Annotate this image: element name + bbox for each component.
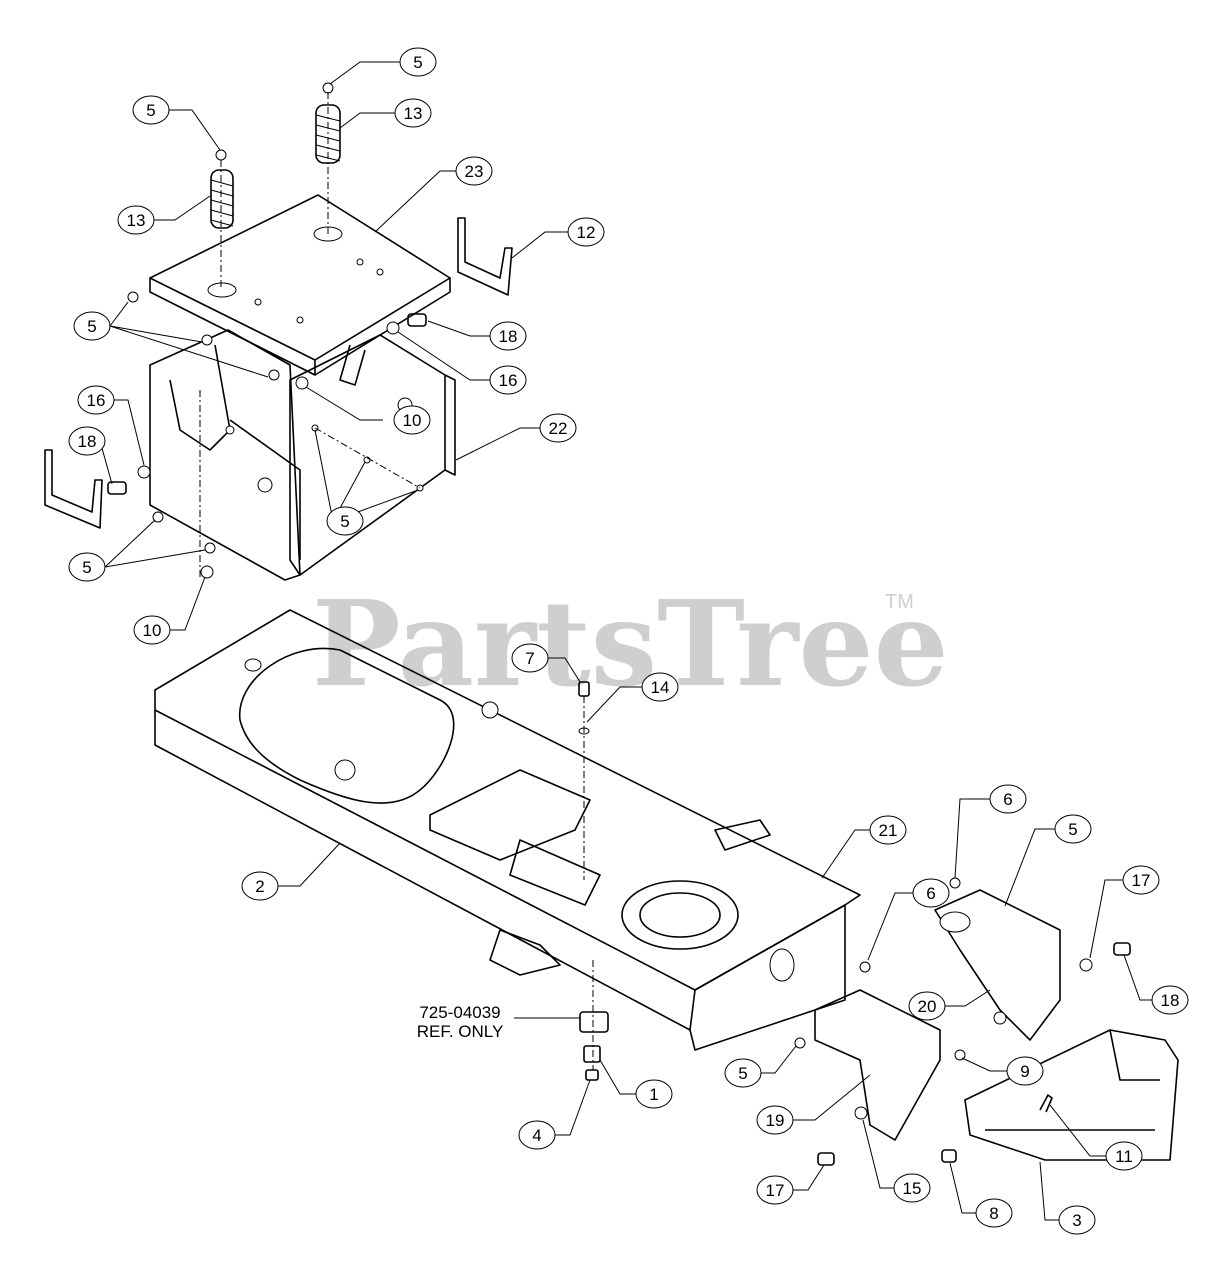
callout-13: 13 xyxy=(117,205,155,235)
callout-5: 5 xyxy=(73,311,111,341)
svg-text:10: 10 xyxy=(143,621,162,640)
callout-11: 11 xyxy=(1105,1141,1143,1171)
callout-2: 2 xyxy=(241,871,279,901)
nut-icon xyxy=(215,149,227,161)
svg-text:12: 12 xyxy=(577,223,596,242)
callout-1: 1 xyxy=(635,1079,673,1109)
callout-13: 13 xyxy=(394,98,432,128)
svg-text:8: 8 xyxy=(989,1204,998,1223)
leader-lines xyxy=(87,61,1152,1221)
callout-16: 16 xyxy=(489,365,527,395)
callout-6: 6 xyxy=(989,784,1027,814)
callout-13: 5 xyxy=(132,95,170,125)
reference-note-text: REF. ONLY xyxy=(417,1022,504,1041)
main-frame xyxy=(154,609,861,1051)
watermark-trademark: TM xyxy=(885,591,914,613)
callout-5: 5 xyxy=(1054,814,1092,844)
svg-text:22: 22 xyxy=(549,419,568,438)
svg-text:5: 5 xyxy=(413,53,422,72)
svg-text:23: 23 xyxy=(465,162,484,181)
svg-text:19: 19 xyxy=(766,1111,785,1130)
callout-3: 3 xyxy=(1058,1205,1096,1235)
svg-text:13: 13 xyxy=(127,211,146,230)
svg-text:7: 7 xyxy=(525,649,534,668)
svg-text:17: 17 xyxy=(766,1181,785,1200)
svg-text:18: 18 xyxy=(78,432,97,451)
svg-text:3: 3 xyxy=(1072,1211,1081,1230)
svg-text:14: 14 xyxy=(651,678,670,697)
svg-text:2: 2 xyxy=(255,877,264,896)
callout-23: 23 xyxy=(455,156,493,186)
svg-text:16: 16 xyxy=(87,391,106,410)
svg-text:4: 4 xyxy=(532,1126,541,1145)
axle-pivot xyxy=(814,989,941,1141)
side-plate-right xyxy=(257,334,456,576)
svg-text:5: 5 xyxy=(87,317,96,336)
reference-part-number: 725-04039 xyxy=(419,1003,500,1022)
callout-21: 21 xyxy=(869,815,907,845)
svg-text:16: 16 xyxy=(499,371,518,390)
callout-19: 19 xyxy=(756,1105,794,1135)
svg-text:5: 5 xyxy=(738,1064,747,1083)
seat-support-assembly xyxy=(44,82,513,581)
svg-text:20: 20 xyxy=(918,997,937,1016)
svg-text:17: 17 xyxy=(1132,871,1151,890)
side-plate-left xyxy=(149,329,301,581)
svg-text:5: 5 xyxy=(1068,820,1077,839)
svg-text:11: 11 xyxy=(1115,1147,1133,1166)
svg-text:18: 18 xyxy=(1161,991,1180,1010)
callout-10: 10 xyxy=(133,615,171,645)
bracket-right xyxy=(457,217,513,296)
reference-note: 725-04039 REF. ONLY xyxy=(417,1003,504,1041)
svg-text:1: 1 xyxy=(649,1085,658,1104)
callout-5: 5 xyxy=(399,47,437,77)
callout-12: 12 xyxy=(567,217,605,247)
callout-15: 15 xyxy=(893,1173,931,1203)
callout-18: 18 xyxy=(489,321,527,351)
callout-22: 22 xyxy=(539,413,577,443)
svg-text:9: 9 xyxy=(1020,1062,1029,1081)
watermark-brand: PartsTree xyxy=(312,574,949,713)
callout-18: 18 xyxy=(68,426,106,456)
svg-text:21: 21 xyxy=(879,821,898,840)
callout-6: 6 xyxy=(912,878,950,908)
seat-plate xyxy=(149,194,451,376)
callout-5: 5 xyxy=(68,552,106,582)
svg-text:6: 6 xyxy=(1003,790,1012,809)
svg-text:6: 6 xyxy=(926,884,935,903)
callout-20: 20 xyxy=(908,991,946,1021)
svg-text:5: 5 xyxy=(82,558,91,577)
callout-17: 17 xyxy=(1122,865,1160,895)
callout-4: 4 xyxy=(518,1120,556,1150)
callout-5: 5 xyxy=(326,506,364,536)
seat-spring-left xyxy=(210,169,234,229)
svg-text:10: 10 xyxy=(403,411,422,430)
callout-7: 7 xyxy=(511,643,549,673)
callout-14: 14 xyxy=(641,672,679,702)
callout-16: 16 xyxy=(77,385,115,415)
callout-5: 5 xyxy=(724,1058,762,1088)
callout-8: 8 xyxy=(975,1198,1013,1228)
front-bumper xyxy=(964,1029,1179,1161)
svg-text:5: 5 xyxy=(340,512,349,531)
callout-10: 10 xyxy=(393,405,431,435)
callout-18: 18 xyxy=(1151,985,1189,1015)
callout-17: 17 xyxy=(756,1175,794,1205)
callout-9: 9 xyxy=(1006,1056,1044,1086)
svg-text:18: 18 xyxy=(499,327,518,346)
nut-icon xyxy=(322,82,334,94)
bracket-left xyxy=(44,449,103,529)
svg-text:15: 15 xyxy=(903,1179,922,1198)
svg-text:5: 5 xyxy=(146,101,155,120)
front-bracket xyxy=(934,889,1061,1041)
svg-text:13: 13 xyxy=(404,104,423,123)
